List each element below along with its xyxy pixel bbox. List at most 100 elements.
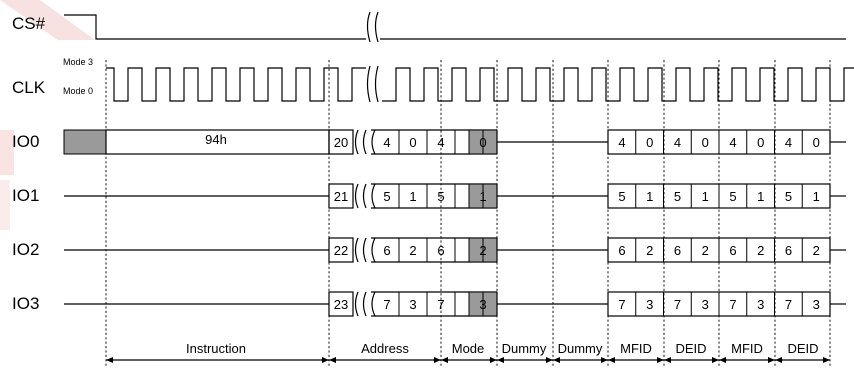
bit-label: 2: [409, 243, 416, 258]
phase-deid-1: DEID: [675, 341, 706, 356]
data-bit-label: 1: [646, 189, 653, 204]
data-bit-label: 2: [757, 243, 764, 258]
data-bit-label: 2: [702, 243, 709, 258]
bit-label: 7: [383, 297, 390, 312]
data-bit-label: 0: [813, 135, 820, 150]
break-curve-1: [354, 237, 359, 263]
data-bit-label: 3: [813, 297, 820, 312]
data-bit-label: 2: [813, 243, 820, 258]
arrow-head-right: [823, 357, 830, 363]
cell-edge: [371, 129, 376, 155]
break-curve-2: [362, 291, 367, 317]
bit-label: 6: [383, 243, 390, 258]
address-bit-label: 21: [334, 189, 348, 204]
clk-break-1: [366, 65, 371, 103]
data-bit-label: 7: [674, 297, 681, 312]
watermark: [0, 0, 95, 230]
phase-dummy-2: Dummy: [558, 341, 603, 356]
data-bit-label: 4: [729, 135, 736, 150]
arrow-head-right: [490, 357, 497, 363]
arrow-head-right: [657, 357, 664, 363]
address-bit-label: 20: [334, 135, 348, 150]
io0-pre-shade: [63, 129, 107, 155]
instruction-code: 94h: [205, 132, 227, 147]
clk-post-break: [382, 67, 854, 102]
arrow-head-left: [553, 357, 560, 363]
data-bit-label: 6: [729, 243, 736, 258]
address-cell: [328, 291, 354, 317]
io2-label: IO2: [12, 240, 39, 259]
arrow-head-left: [664, 357, 671, 363]
bit-label: 0: [409, 135, 416, 150]
phase-mfid-1: MFID: [620, 341, 652, 356]
cell-edge: [371, 183, 376, 209]
io0-label: IO0: [12, 132, 39, 151]
phase-deid-2: DEID: [787, 341, 818, 356]
data-bit-label: 7: [785, 297, 792, 312]
break-curve-1: [354, 129, 359, 155]
io3-label: IO3: [12, 294, 39, 313]
data-bit-label: 0: [702, 135, 709, 150]
arrow-head-left: [497, 357, 504, 363]
bit-label: 6: [437, 243, 444, 258]
clk-waveform: [106, 65, 854, 103]
data-bit-label: 6: [785, 243, 792, 258]
break-curve-2: [362, 129, 367, 155]
data-bit-label: 7: [618, 297, 625, 312]
break-curve-2: [362, 183, 367, 209]
bit-label: 7: [437, 297, 444, 312]
arrow-head-right: [712, 357, 719, 363]
data-bit-label: 1: [702, 189, 709, 204]
address-cell: [328, 129, 354, 155]
data-bit-label: 4: [618, 135, 625, 150]
bit-label: 4: [437, 135, 444, 150]
data-bit-label: 1: [757, 189, 764, 204]
data-bit-label: 5: [785, 189, 792, 204]
io1-label: IO1: [12, 186, 39, 205]
data-bit-label: 4: [785, 135, 792, 150]
phase-dividers: [105, 60, 831, 366]
break-curve-1: [354, 291, 359, 317]
clk-pre-break: [106, 67, 366, 102]
address-bit-label: 22: [334, 243, 348, 258]
arrow-head-left: [719, 357, 726, 363]
data-bit-label: 3: [646, 297, 653, 312]
bit-label: 3: [409, 297, 416, 312]
cell-edge: [371, 291, 376, 317]
mode0-label: Mode 0: [63, 86, 93, 96]
arrow-head-left: [775, 357, 782, 363]
data-bit-label: 5: [729, 189, 736, 204]
cs-label: CS#: [12, 14, 46, 33]
arrow-head-right: [601, 357, 608, 363]
data-bit-label: 6: [618, 243, 625, 258]
bit-label: 1: [409, 189, 416, 204]
arrow-head-left: [329, 357, 336, 363]
data-bit-label: 0: [757, 135, 764, 150]
arrow-head-right: [434, 357, 441, 363]
phase-mode: Mode: [452, 341, 485, 356]
data-bit-label: 4: [674, 135, 681, 150]
break-curve-2: [362, 237, 367, 263]
data-bit-label: 5: [674, 189, 681, 204]
arrow-head-left: [106, 357, 113, 363]
bit-label: 0: [479, 135, 486, 150]
data-bit-label: 5: [618, 189, 625, 204]
data-bit-label: 3: [702, 297, 709, 312]
bit-label: 4: [383, 135, 390, 150]
phase-arrows: [106, 357, 830, 363]
cs-waveform: [64, 11, 846, 43]
bit-label: 1: [479, 189, 486, 204]
mode3-label: Mode 3: [63, 57, 93, 67]
arrow-head-left: [441, 357, 448, 363]
data-bit-label: 6: [674, 243, 681, 258]
clk-label: CLK: [12, 78, 46, 97]
bit-label: 3: [479, 297, 486, 312]
data-bit-label: 3: [757, 297, 764, 312]
bit-label: 5: [437, 189, 444, 204]
break-curve-1: [354, 183, 359, 209]
cell-edge: [371, 237, 376, 263]
